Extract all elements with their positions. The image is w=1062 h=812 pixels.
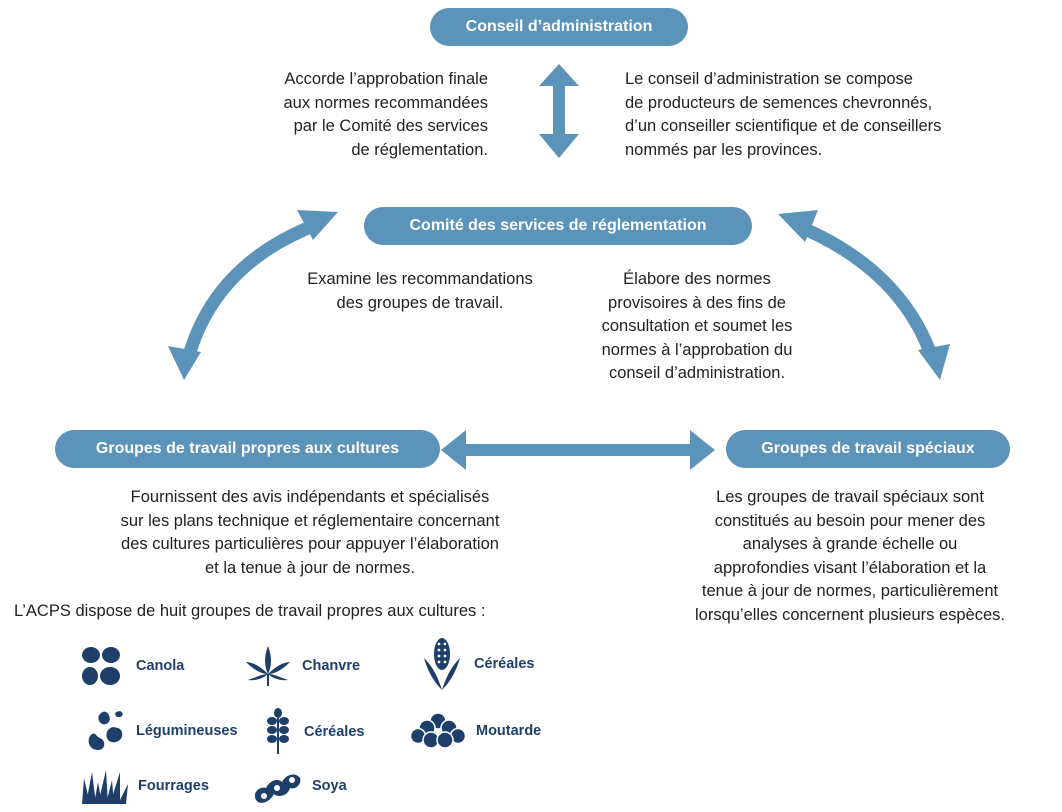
board-title-pill: Conseil d’administration [430,8,688,46]
crop-item-moutarde: Moutarde [410,712,541,750]
text-line: tenue à jour de normes, particulièrement [701,582,999,600]
crop-item-legumineuses: Légumineuses [86,710,238,752]
text-line: aux normes recommandées [283,93,488,112]
crop-label: Moutarde [476,723,542,739]
committee-develop-text: Élabore des normes provisoires à des fin… [562,268,832,386]
committee-special-arrowhead-bottom [918,344,950,380]
board-role-text: Accorde l’approbation finale aux normes … [200,68,488,162]
crop-item-fourrages: Fourrages [82,768,209,804]
committee-special-arrow-shaft [795,220,937,355]
text-line: par le Comité des services [293,117,488,135]
legume-seeds-icon [88,711,123,750]
crop-groups-title-pill: Groupes de travail propres aux cultures [55,430,440,468]
mustard-seeds-icon [410,712,466,749]
text-line: Le conseil d’administration se compose [625,70,913,88]
hemp-leaf-icon [246,646,290,686]
crop-item-chanvre: Chanvre [244,644,360,688]
text-line: des groupes de travail. [336,293,504,312]
text-line: provisoires à des fins de [608,293,786,312]
crop-label: Céréales [304,724,365,740]
text-line: conseil d’administration. [608,364,786,382]
committee-title-pill: Comité des services de réglementation [364,207,752,245]
text-line: Examine les recommandations [307,270,533,288]
text-line: des cultures particulières pour appuyer … [121,535,499,553]
corn-cob-icon [424,638,460,690]
canola-seeds-icon [82,647,120,685]
text-line: sur les plans technique et réglementaire… [120,511,500,530]
crop-item-cereales-wheat: Céréales [262,708,364,756]
crop-label: Fourrages [138,778,209,794]
text-line: Accorde l’approbation finale [284,70,488,88]
text-line: de producteurs de semences chevronnés, [625,93,933,112]
text-line: d’un conseiller scientifique et de conse… [625,117,942,135]
text-line: Élabore des normes [623,270,771,288]
wheat-grain-icon [267,708,289,754]
crop-item-canola: Canola [80,644,184,688]
committee-review-text: Examine les recommandations des groupes … [270,268,570,315]
text-line: constitués au besoin pour mener des [714,511,986,530]
committee-crop-arrow-shaft [183,217,321,354]
board-committee-arrow [539,64,579,158]
text-line: et la tenue à jour de normes. [204,558,416,577]
crop-label: Chanvre [302,658,361,674]
text-line: Fournissent des avis indépendants et spé… [130,488,490,506]
groups-link-arrow [441,430,715,470]
grass-forage-icon [82,770,128,804]
crop-label: Céréales [474,656,535,672]
text-line: approfondies visant l’élaboration et la [713,558,987,577]
text-line: analyses à grande échelle ou [742,535,958,553]
committee-crop-arrowhead-top [297,210,338,240]
soybean-pod-icon [254,774,301,803]
committee-crop-arrowhead-bottom [168,346,201,380]
text-line: de réglementation. [351,140,488,159]
crop-item-soya: Soya [252,766,347,806]
text-line: normes à l’approbation du [601,340,793,359]
special-groups-description: Les groupes de travail spéciaux sont con… [640,486,1060,627]
committee-special-arrowhead-top [778,210,818,242]
crop-label: Canola [136,658,185,674]
crop-label: Soya [312,778,347,794]
special-groups-title-pill: Groupes de travail spéciaux [726,430,1010,468]
crop-groups-description: Fournissent des avis indépendants et spé… [40,486,580,580]
crop-groups-count-text: L’ACPS dispose de huit groupes de travai… [14,602,486,620]
crop-label: Légumineuses [136,723,238,739]
text-line: consultation et soumet les [601,317,793,335]
text-line: lorsqu’elles concernent plusieurs espèce… [694,605,1005,624]
text-line: nommés par les provinces. [625,140,823,159]
board-composition-text: Le conseil d’administration se compose d… [625,68,1045,162]
crop-item-cereales-corn: Céréales [420,636,534,692]
text-line: Les groupes de travail spéciaux sont [716,488,984,506]
